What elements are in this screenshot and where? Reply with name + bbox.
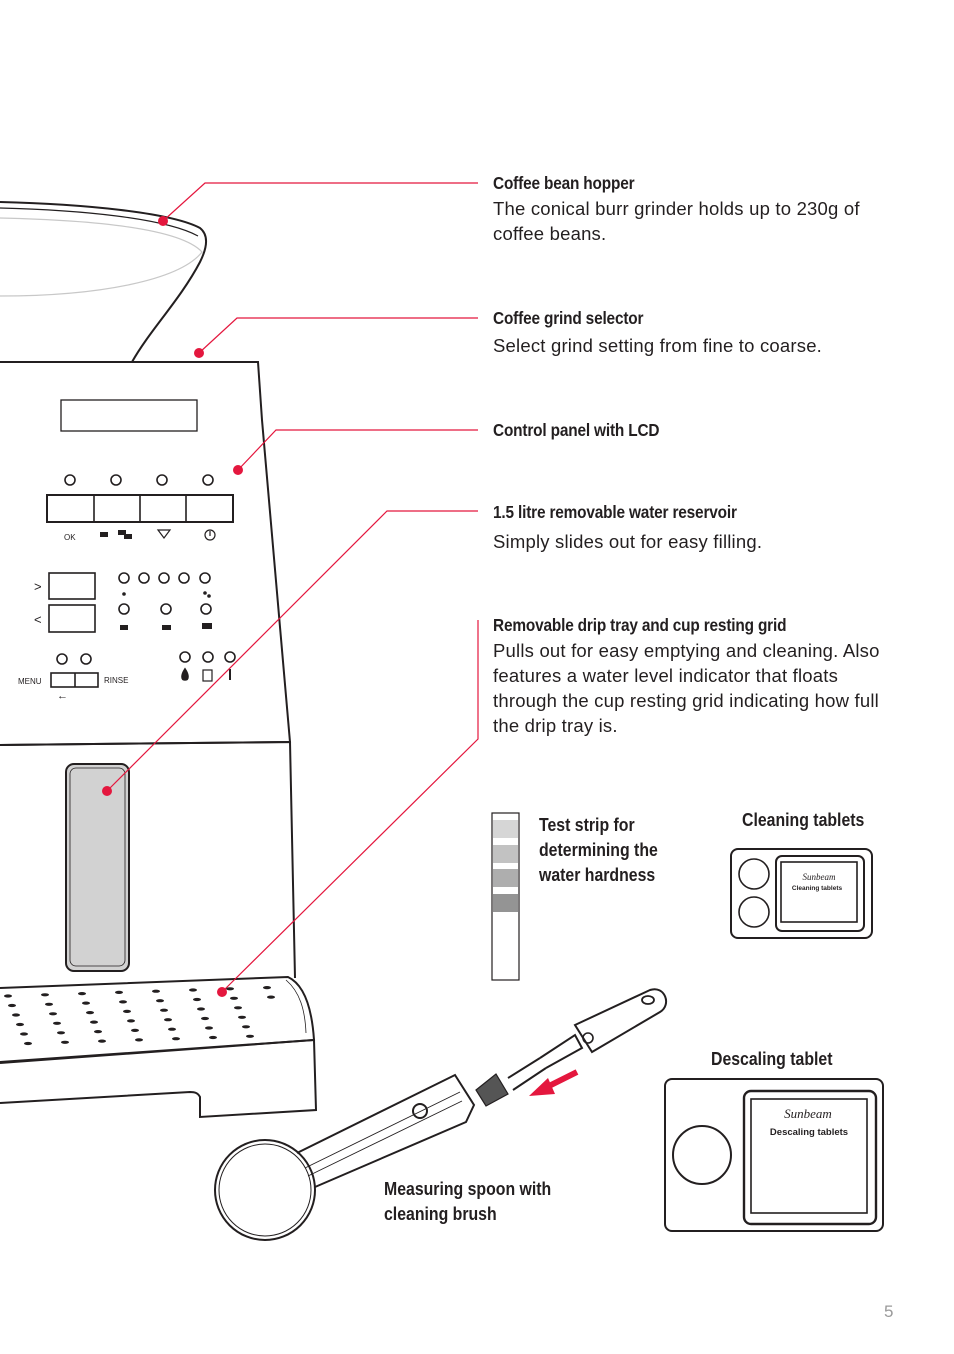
callout-title: Control panel with LCD [493,420,660,440]
cleaning-tablets-label: Cleaning tablets [742,810,865,830]
descaling-pack-brand: Sunbeam [784,1106,832,1121]
grid-hole [263,986,271,990]
grid-hole [152,989,160,993]
cleaning-brush [475,988,668,1107]
grid-hole [24,1041,32,1046]
grid-hole [127,1019,135,1023]
callout-description: Simply slides out for easy filling. [493,531,763,552]
grid-hole [20,1032,28,1036]
grid-hole [246,1034,254,1038]
grid-hole [209,1035,217,1040]
grid-hole [4,994,12,998]
callout-drip-tray: Removable drip tray and cup resting grid… [493,615,893,738]
grid-hole [230,996,238,1000]
test-strip-label: Test strip for determining the water har… [539,815,658,885]
grid-hole [242,1025,250,1029]
grid-hole [41,993,49,997]
grid-hole [119,1000,127,1004]
drip-tray-grid [4,986,275,1046]
grid-hole [205,1026,213,1030]
callout-title: Coffee grind selector [493,308,644,328]
callout-description: The conical burr grinder holds up to 230… [493,198,860,244]
callout-title: Removable drip tray and cup resting grid [493,615,787,635]
callout-control-panel: Control panel with LCD [493,420,893,441]
callout-title: Coffee bean hopper [493,173,635,193]
insert-arrow-icon [529,1069,579,1096]
callout-description: Pulls out for easy emptying and cleaning… [493,640,880,736]
grid-hole [86,1011,94,1015]
grid-hole [160,1008,168,1012]
grid-hole [94,1030,102,1034]
callout-lines [106,182,479,993]
cleaning-tablets-pack [730,848,873,939]
cleaning-pack-brand: Sunbeam [803,872,836,882]
grid-hole [131,1028,139,1032]
machine-body [0,361,296,979]
callout-dots [102,216,243,997]
next-label: > [34,579,42,594]
spoon-label: Measuring spoon with cleaning brush [384,1179,552,1224]
grid-hole [8,1003,16,1008]
drip-tray [0,975,318,1119]
grid-hole [78,992,86,996]
grid-hole [82,1001,90,1005]
grid-hole [201,1016,209,1021]
measuring-spoon [214,1073,476,1241]
grid-hole [61,1040,69,1044]
callout-coffee-bean-hopper: Coffee bean hopper The conical burr grin… [493,173,893,246]
callout-water-reservoir: 1.5 litre removable water reservoir Simp… [493,502,893,554]
grid-hole [168,1027,176,1031]
grid-hole [90,1020,98,1024]
menu-label: MENU [18,677,42,686]
grid-hole [156,999,164,1003]
water-reservoir [65,763,130,972]
cup-icons [100,529,212,630]
callout-coffee-grind-selector: Coffee grind selector Select grind setti… [493,308,893,358]
grid-hole [45,1002,53,1006]
cleaning-pack-text: Cleaning tablets [792,885,843,892]
grid-hole [49,1012,57,1016]
page-number: 5 [884,1302,894,1321]
descaling-tablet-pack [664,1078,884,1232]
lcd-display [60,399,198,432]
descaling-tablet-label: Descaling tablet [711,1049,833,1069]
grid-hole [234,1006,242,1010]
grid-hole [267,995,275,999]
grid-hole [135,1038,143,1042]
descaling-pack-text: Descaling tablets [770,1127,848,1138]
prev-label: < [34,612,42,627]
grid-hole [197,1007,205,1011]
callout-description: Select grind setting from fine to coarse… [493,335,823,356]
control-panel [46,474,236,688]
grid-hole [98,1039,106,1043]
grid-hole [16,1022,24,1027]
ok-label: OK [64,533,76,542]
grid-hole [172,1037,180,1041]
callout-title: 1.5 litre removable water reservoir [493,502,737,522]
grid-hole [226,987,234,991]
back-arrow-icon: ← [57,690,68,702]
grid-hole [12,1013,20,1017]
grid-hole [53,1021,61,1025]
grid-hole [57,1031,65,1035]
grid-hole [193,997,201,1002]
grid-hole [164,1018,172,1022]
grid-hole [115,990,123,995]
test-strip [491,812,520,981]
grid-hole [238,1015,246,1019]
rinse-label: RINSE [104,676,128,685]
grid-hole [189,988,197,992]
bean-hopper [0,201,207,363]
grid-hole [123,1009,131,1014]
